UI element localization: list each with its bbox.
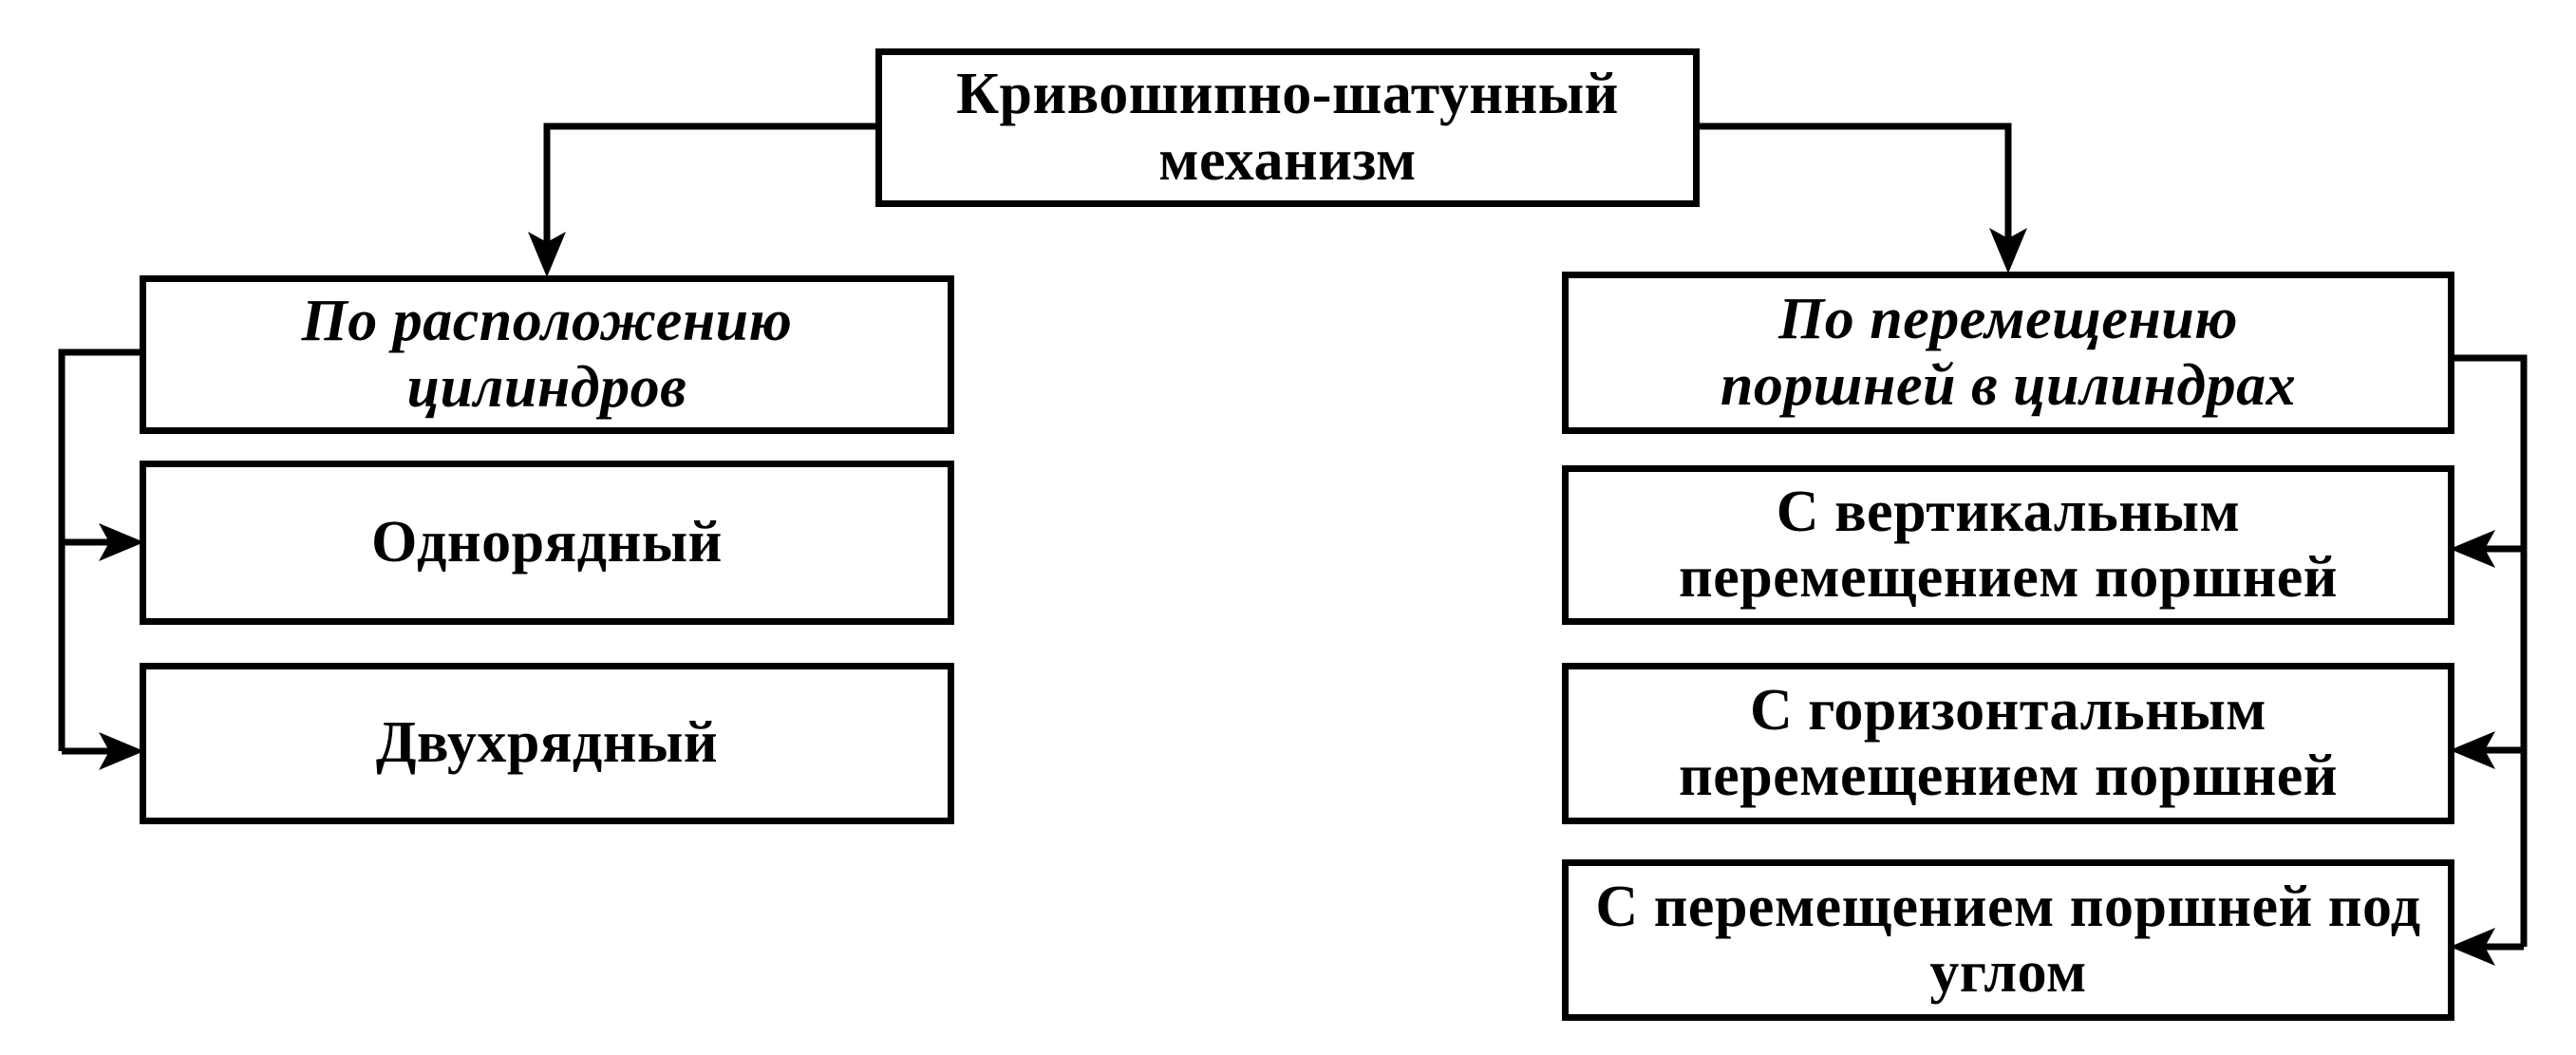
node-category-piston-movement: По перемещению поршней в цилиндрах — [1562, 272, 2454, 434]
arrowhead-left-horizontal-piston — [2450, 731, 2495, 769]
node-category-cylinder-layout-label: По расположению цилиндров — [301, 289, 793, 420]
node-root-label: Кривошипно-шатунный механизм — [956, 62, 1619, 193]
arrowhead-right-single-row — [99, 523, 144, 561]
node-root: Кривошипно-шатунный механизм — [875, 48, 1700, 207]
arrowhead-right-double-row — [99, 732, 144, 770]
node-vertical-piston-label: С вертикальным перемещением поршней — [1678, 479, 2339, 610]
connector-root-to-right — [1700, 122, 2012, 245]
node-category-cylinder-layout: По расположению цилиндров — [140, 275, 954, 434]
node-angled-piston: С перемещением поршней под углом — [1562, 859, 2454, 1021]
node-single-row: Однорядный — [140, 461, 954, 625]
node-horizontal-piston-label: С горизонтальным перемещением поршней — [1678, 677, 2339, 808]
arrowhead-down-left-category — [528, 232, 566, 277]
node-vertical-piston: С вертикальным перемещением поршней — [1562, 465, 2454, 625]
node-horizontal-piston: С горизонтальным перемещением поршней — [1562, 663, 2454, 824]
arrowhead-left-angled-piston — [2450, 928, 2495, 966]
node-double-row: Двухрядный — [140, 663, 954, 824]
connector-root-to-left — [543, 122, 875, 249]
connector-right-bracket — [2448, 354, 2528, 951]
connector-left-bracket — [58, 349, 146, 755]
arrowhead-down-right-category — [1989, 228, 2027, 273]
node-single-row-label: Однорядный — [371, 509, 723, 575]
node-double-row-label: Двухрядный — [375, 710, 719, 776]
arrowhead-left-vertical-piston — [2450, 530, 2495, 568]
node-category-piston-movement-label: По перемещению поршней в цилиндрах — [1720, 287, 2297, 418]
node-angled-piston-label: С перемещением поршней под углом — [1595, 874, 2421, 1005]
